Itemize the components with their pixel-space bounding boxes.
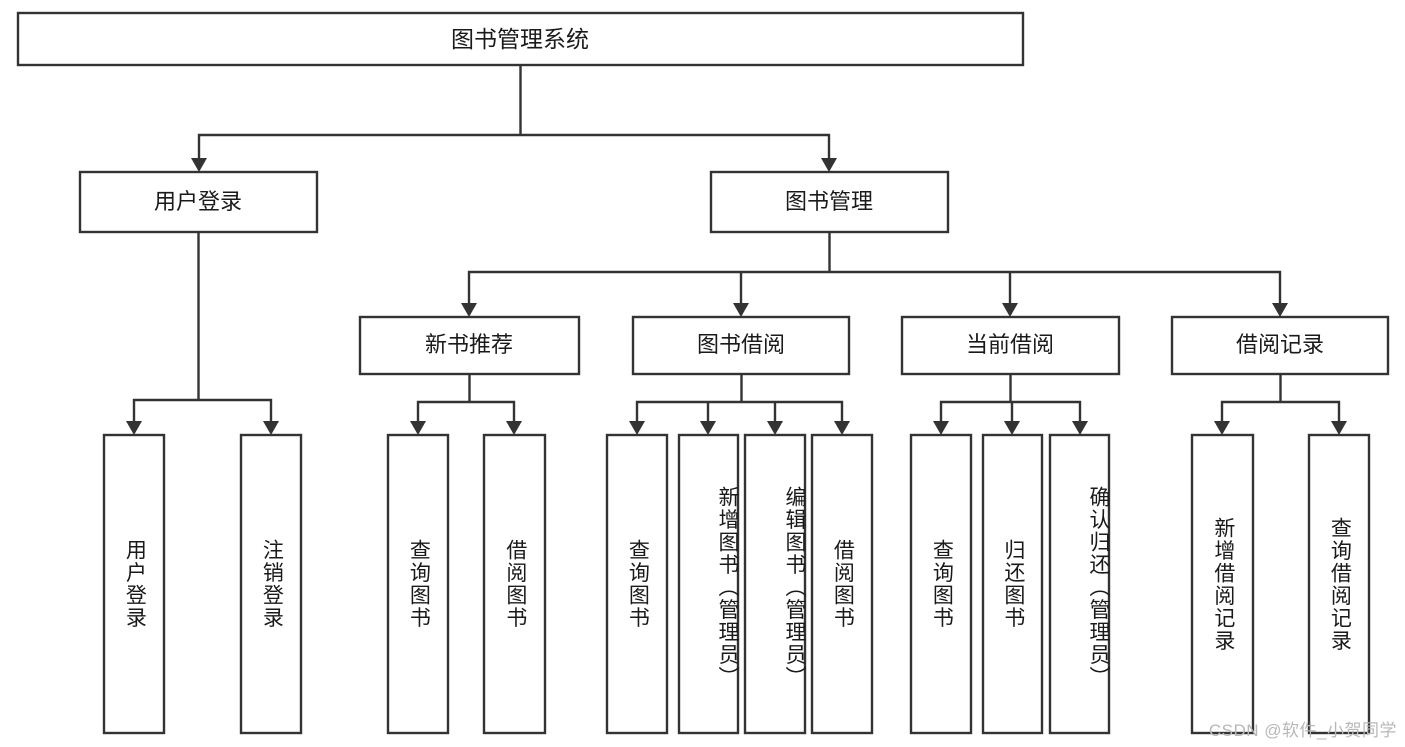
node-root[interactable]: 图书管理系统 — [16, 11, 1025, 67]
arrow-to-leaf-return-book — [1004, 421, 1020, 435]
node-borrow-record-label: 借阅记录 — [1236, 332, 1324, 357]
leaf-box-query-book-current[interactable] — [909, 433, 973, 735]
connector-root-to-level2 — [197, 63, 831, 162]
node-book-management[interactable]: 图书管理 — [709, 170, 950, 234]
arrow-to-new-book-recommend — [461, 303, 477, 317]
node-user-login[interactable]: 用户登录 — [78, 170, 319, 234]
arrow-to-leaf-borrow-book-b — [834, 421, 850, 435]
arrow-to-leaf-borrow-book-a — [506, 421, 522, 435]
connector-layer — [126, 63, 1347, 435]
node-book-borrow-box[interactable] — [631, 315, 851, 376]
node-book-management-box[interactable] — [709, 170, 950, 234]
node-borrow-record-box[interactable] — [1170, 315, 1390, 376]
connector-current-to-leaves — [939, 372, 1082, 425]
node-current-borrow-box[interactable] — [900, 315, 1121, 376]
arrow-to-leaf-query-book-b — [629, 421, 645, 435]
arrow-to-borrow-record — [1272, 303, 1288, 317]
leaf-box-layer — [102, 433, 1371, 735]
node-new-book-recommend-box[interactable] — [358, 315, 581, 376]
connector-bookmgmt-to-level3 — [467, 230, 1282, 307]
node-root-label: 图书管理系统 — [451, 26, 589, 52]
leaf-box-confirm-return-admin[interactable] — [1048, 433, 1111, 735]
leaf-box-query-book-borrow[interactable] — [605, 433, 669, 735]
node-new-book-recommend-label: 新书推荐 — [425, 332, 513, 357]
node-borrow-record[interactable]: 借阅记录 — [1170, 315, 1390, 376]
node-user-login-label: 用户登录 — [154, 189, 242, 214]
arrow-to-leaf-query-book-a — [410, 421, 426, 435]
node-book-borrow-label: 图书借阅 — [697, 332, 785, 357]
connector-userlogin-to-leaves — [132, 230, 273, 425]
arrow-to-leaf-user-login — [126, 421, 142, 435]
arrow-to-leaf-confirm-return — [1072, 421, 1088, 435]
arrow-to-leaf-add-record — [1214, 421, 1230, 435]
csdn-watermark: CSDN @软件_小贺同学 — [1208, 721, 1397, 740]
connector-borrow-to-leaves — [635, 372, 844, 425]
arrow-to-book-borrow — [733, 303, 749, 317]
node-new-book-recommend[interactable]: 新书推荐 — [358, 315, 581, 376]
arrow-to-leaf-query-record — [1331, 421, 1347, 435]
node-current-borrow[interactable]: 当前借阅 — [900, 315, 1121, 376]
leaf-box-return-book[interactable] — [981, 433, 1044, 735]
arrow-to-leaf-query-book-c — [933, 421, 949, 435]
leaf-box-user-login[interactable] — [102, 433, 166, 735]
node-root-box[interactable] — [16, 11, 1025, 67]
leaf-box-add-book-admin[interactable] — [677, 433, 740, 735]
connector-recommend-to-leaves — [416, 372, 516, 425]
leaf-box-query-borrow-record[interactable] — [1307, 433, 1371, 735]
leaf-box-logout[interactable] — [239, 433, 303, 735]
arrow-to-book-management — [821, 158, 837, 172]
arrow-to-user-login — [191, 158, 207, 172]
leaf-box-add-borrow-record[interactable] — [1190, 433, 1255, 735]
leaf-box-query-book-recommend[interactable] — [386, 433, 450, 735]
leaf-box-borrow-book-recommend[interactable] — [482, 433, 547, 735]
arrow-to-leaf-logout — [263, 421, 279, 435]
node-user-login-box[interactable] — [78, 170, 319, 234]
leaf-box-edit-book-admin[interactable] — [743, 433, 807, 735]
node-book-borrow[interactable]: 图书借阅 — [631, 315, 851, 376]
arrow-to-leaf-edit-book — [767, 421, 783, 435]
node-current-borrow-label: 当前借阅 — [966, 332, 1054, 357]
node-book-management-label: 图书管理 — [785, 189, 873, 214]
connector-record-to-leaves — [1220, 372, 1341, 425]
arrow-to-current-borrow — [1002, 303, 1018, 317]
leaf-box-borrow-book[interactable] — [810, 433, 874, 735]
arrow-to-leaf-add-book — [700, 421, 716, 435]
